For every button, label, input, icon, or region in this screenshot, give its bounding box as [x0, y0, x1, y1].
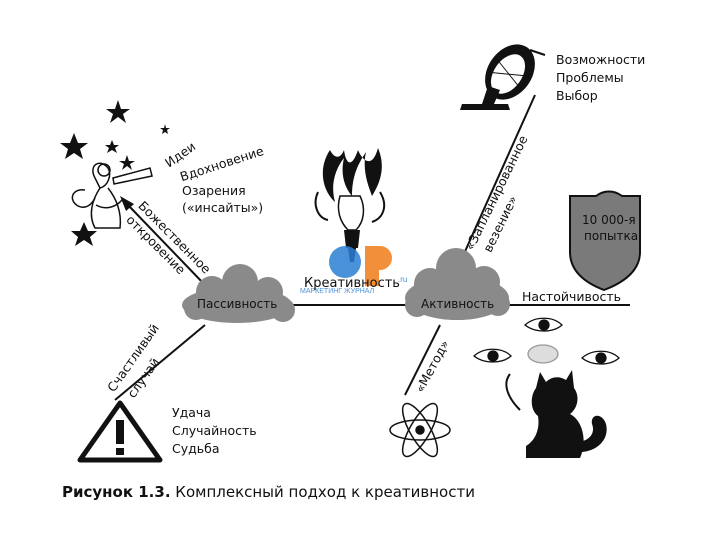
passive-cloud — [182, 264, 295, 323]
svg-text:.ru: .ru — [398, 275, 407, 284]
active-cloud-label: Активность — [421, 297, 495, 311]
svg-text:МАРКЕТИНГ ЖУРНАЛ: МАРКЕТИНГ ЖУРНАЛ — [300, 288, 375, 295]
opportunity-item-possibilities: Возможности — [556, 52, 646, 67]
insight-item-insights-sub: («инсайты») — [182, 200, 264, 215]
opportunity-item-problems: Проблемы — [556, 70, 624, 85]
satellite-dish-icon — [460, 44, 546, 110]
eye-icon — [472, 317, 620, 365]
caption-text: Комплексный подход к креативности — [175, 483, 475, 501]
passive-cloud-label: Пассивность — [197, 297, 278, 311]
luck-item-fate: Судьба — [172, 441, 220, 456]
figure-caption: Рисунок 1.3. Комплексный подход к креати… — [62, 483, 475, 501]
divine-arrow — [127, 204, 206, 286]
watermark-logo: .ru МАРКЕТИНГ ЖУРНАЛ — [300, 246, 407, 295]
shield-icon — [569, 190, 641, 292]
luck-item-chance: Случайность — [172, 423, 257, 438]
persistence-label: Настойчивость — [522, 289, 622, 304]
luck-item-luck: Удача — [172, 405, 211, 420]
angel-icon — [71, 162, 153, 229]
opportunity-item-choice: Выбор — [556, 88, 598, 103]
cat-icon — [505, 370, 607, 458]
lightbulb-icon — [314, 148, 386, 262]
divine-arrowhead — [120, 196, 134, 211]
active-cloud — [405, 248, 510, 320]
warning-triangle-icon — [77, 400, 163, 463]
star-icon — [60, 100, 170, 246]
center-label: Креативность — [304, 276, 400, 291]
chance-line — [114, 324, 206, 401]
insight-item-insights: Озарения — [182, 183, 246, 198]
atom-icon — [389, 402, 451, 458]
method-line — [404, 324, 441, 396]
caption-figure-number: Рисунок 1.3. — [62, 483, 171, 501]
shield-text-line1: 10 000-я — [582, 213, 636, 227]
shield-text-line2: попытка — [584, 229, 639, 243]
